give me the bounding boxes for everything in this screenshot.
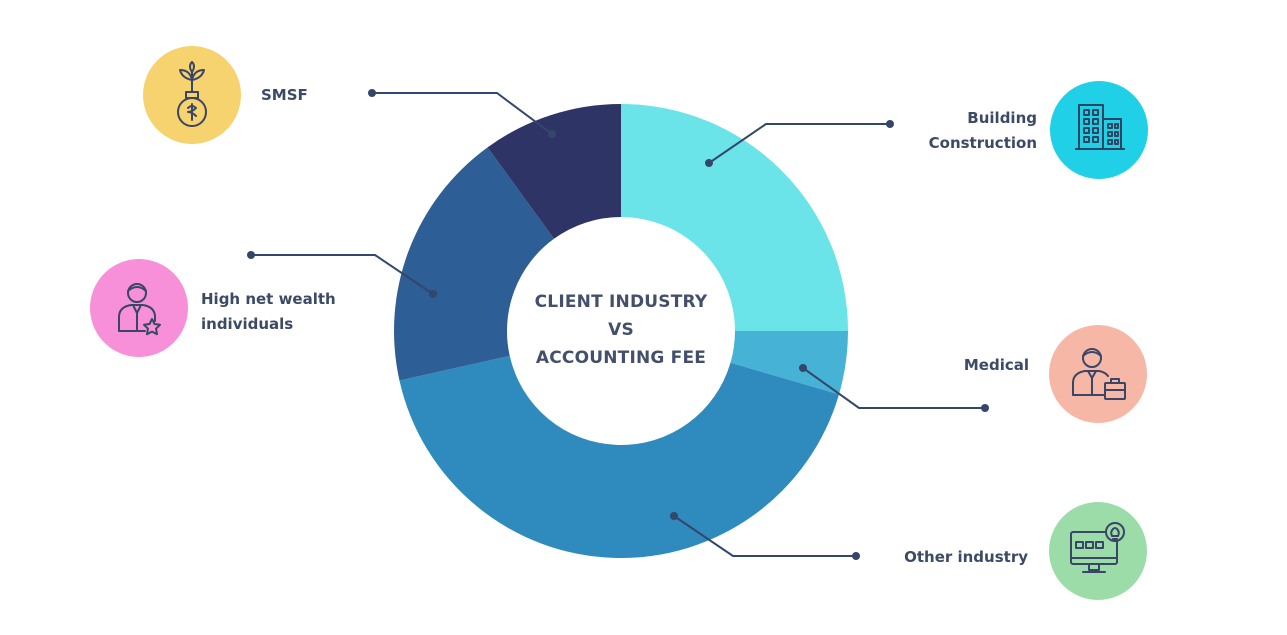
leader-dot-smsf-start bbox=[548, 130, 556, 138]
label-smsf-line-1: SMSF bbox=[261, 86, 308, 104]
chart-title-line-1: CLIENT INDUSTRY bbox=[534, 292, 708, 312]
money-plant-icon bbox=[143, 46, 241, 144]
slice-building-construction bbox=[621, 104, 848, 331]
slice-high-net-wealth-individuals bbox=[393, 147, 554, 381]
doctor-briefcase-icon bbox=[1049, 325, 1147, 423]
chart-title-line-2: VS bbox=[608, 320, 634, 340]
buildings-icon bbox=[1050, 81, 1148, 179]
slice-smsf bbox=[487, 104, 621, 239]
label-smsf: SMSF bbox=[261, 83, 308, 108]
label-medical: Medical bbox=[964, 353, 1029, 378]
leader-line-smsf bbox=[372, 92, 553, 135]
leader-dot-medical-start bbox=[799, 364, 807, 372]
leader-dot-other-industry-end bbox=[852, 552, 860, 560]
chart-title-line-3: ACCOUNTING FEE bbox=[535, 348, 707, 368]
leader-line-other-industry bbox=[673, 515, 856, 557]
leader-dot-building-construction-start bbox=[705, 159, 713, 167]
slice-other-industry bbox=[399, 355, 839, 558]
label-hnw-line-1: High net wealth bbox=[201, 290, 336, 308]
leader-dot-medical-end bbox=[981, 404, 989, 412]
leader-dot-high-net-wealth-individuals-end bbox=[247, 251, 255, 259]
label-high-net-wealth-individuals: High net wealth individuals bbox=[201, 287, 336, 337]
person-star-icon bbox=[90, 259, 188, 357]
label-building-construction-line-1: Building bbox=[967, 109, 1037, 127]
leader-line-high-net-wealth-individuals bbox=[251, 254, 434, 295]
leader-line-medical bbox=[802, 367, 985, 409]
leader-dot-other-industry-start bbox=[670, 512, 678, 520]
label-hnw-line-2: individuals bbox=[201, 315, 294, 333]
leader-dot-smsf-end bbox=[368, 89, 376, 97]
chart-title: CLIENT INDUSTRY VS ACCOUNTING FEE bbox=[521, 288, 721, 372]
leader-dot-building-construction-end bbox=[886, 120, 894, 128]
leader-line-building-construction bbox=[708, 123, 890, 164]
label-building-construction-line-2: Construction bbox=[928, 134, 1037, 152]
leader-dot-high-net-wealth-individuals-start bbox=[429, 290, 437, 298]
label-other-industry-line-1: Other industry bbox=[904, 548, 1028, 566]
label-other-industry: Other industry bbox=[904, 545, 1028, 570]
computer-idea-icon bbox=[1049, 502, 1147, 600]
label-building-construction: Building Construction bbox=[929, 106, 1037, 156]
label-medical-line-1: Medical bbox=[963, 356, 1029, 374]
